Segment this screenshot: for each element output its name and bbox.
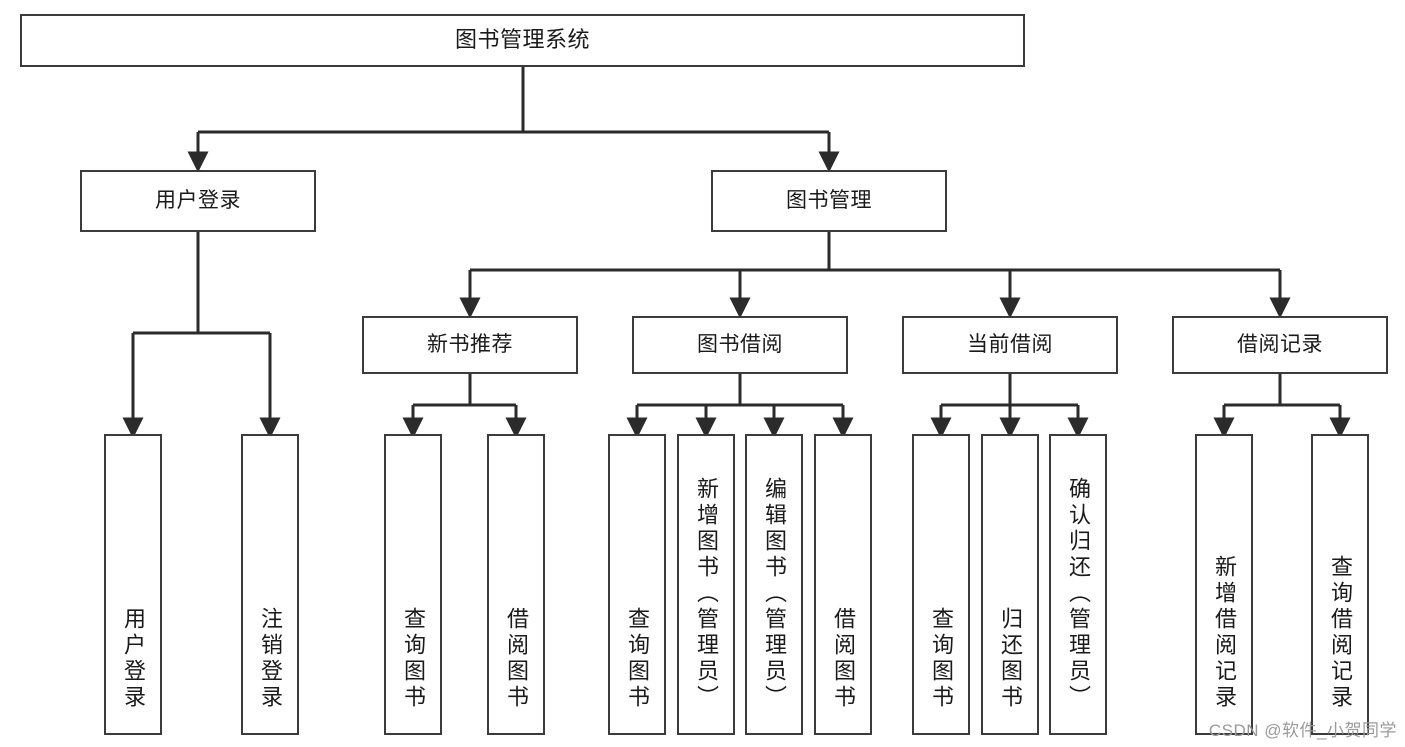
leaf-current-borrow-return-label: 归还图书 [998, 607, 1023, 711]
node-borrow-record[interactable]: 借阅记录 [1172, 316, 1388, 374]
node-user-login[interactable]: 用户登录 [80, 170, 316, 232]
leaf-book-borrow-query-label: 查询图书 [625, 607, 650, 711]
csdn-watermark: CSDN @软件_小贺同学 [1208, 721, 1397, 740]
leaf-user-login-login-label: 用户登录 [121, 607, 146, 711]
leaf-borrow-record-add-label: 新增借阅记录 [1212, 555, 1237, 711]
leaf-book-borrow-borrow[interactable]: 借阅图书 [814, 434, 872, 735]
node-user-login-label: 用户登录 [155, 189, 241, 213]
node-new-book-recommend[interactable]: 新书推荐 [362, 316, 578, 374]
node-current-borrow[interactable]: 当前借阅 [902, 316, 1118, 374]
leaf-book-borrow-add-label: 新增图书（管理员） [694, 477, 719, 711]
node-book-borrow-label: 图书借阅 [697, 333, 783, 357]
leaf-book-borrow-edit-label: 编辑图书（管理员） [762, 477, 787, 711]
leaf-borrow-record-query[interactable]: 查询借阅记录 [1311, 434, 1369, 735]
leaf-borrow-record-add[interactable]: 新增借阅记录 [1195, 434, 1253, 735]
node-book-borrow[interactable]: 图书借阅 [632, 316, 848, 374]
node-new-book-recommend-label: 新书推荐 [427, 333, 513, 357]
leaf-book-borrow-borrow-label: 借阅图书 [831, 607, 856, 711]
leaf-new-book-query[interactable]: 查询图书 [384, 434, 442, 735]
node-book-management-label: 图书管理 [786, 189, 872, 213]
leaf-current-borrow-query[interactable]: 查询图书 [912, 434, 970, 735]
leaf-book-borrow-edit[interactable]: 编辑图书（管理员） [745, 434, 803, 735]
leaf-new-book-query-label: 查询图书 [401, 607, 426, 711]
leaf-current-borrow-confirm[interactable]: 确认归还（管理员） [1049, 434, 1107, 735]
leaf-new-book-borrow[interactable]: 借阅图书 [487, 434, 545, 735]
leaf-book-borrow-query[interactable]: 查询图书 [608, 434, 666, 735]
leaf-borrow-record-query-label: 查询借阅记录 [1328, 555, 1353, 711]
node-borrow-record-label: 借阅记录 [1237, 333, 1323, 357]
leaf-current-borrow-confirm-label: 确认归还（管理员） [1066, 477, 1091, 711]
node-current-borrow-label: 当前借阅 [967, 333, 1053, 357]
leaf-user-login-logout[interactable]: 注销登录 [241, 434, 299, 735]
node-root-system[interactable]: 图书管理系统 [20, 14, 1025, 67]
leaf-user-login-logout-label: 注销登录 [258, 607, 283, 711]
leaf-user-login-login[interactable]: 用户登录 [104, 434, 162, 735]
node-root-system-label: 图书管理系统 [454, 27, 590, 53]
node-book-management[interactable]: 图书管理 [711, 170, 947, 232]
leaf-current-borrow-query-label: 查询图书 [929, 607, 954, 711]
leaf-book-borrow-add[interactable]: 新增图书（管理员） [677, 434, 735, 735]
leaf-current-borrow-return[interactable]: 归还图书 [981, 434, 1039, 735]
leaf-new-book-borrow-label: 借阅图书 [504, 607, 529, 711]
